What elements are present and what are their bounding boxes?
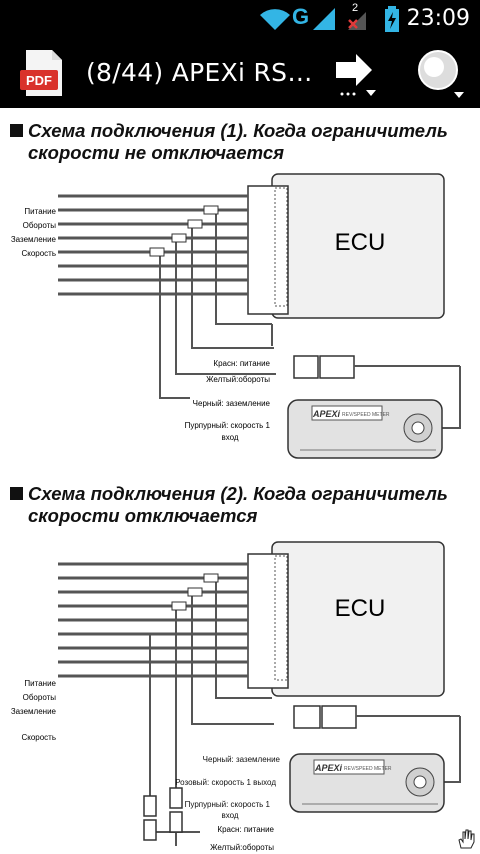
- pdf-page[interactable]: Схема подключения (1). Когда ограничител…: [0, 108, 480, 854]
- diagram2-heading: Схема подключения (2). Когда ограничител…: [10, 483, 448, 527]
- bullet-square: [10, 487, 23, 500]
- tap-connectors: [171, 573, 219, 611]
- ecu-connector: [247, 553, 289, 689]
- signal-icon: [313, 8, 335, 30]
- wire-label-rpm: Обороты: [23, 221, 57, 230]
- callout-yellow-rpm: Желтый:обороты: [210, 843, 274, 852]
- callout-black-ground: Черный: заземление: [193, 399, 271, 408]
- callout-input: вход: [221, 433, 238, 442]
- status-bar: G 2 23:09: [0, 0, 480, 38]
- callout-input: вход: [221, 811, 239, 820]
- rev-speed-meter-2: APEXi REV/SPEED METER: [289, 705, 461, 813]
- bullet-square: [10, 124, 23, 137]
- harness-wires: [58, 194, 248, 296]
- ecu-label: ECU: [335, 229, 386, 256]
- wire-label-speed: Скорость: [21, 249, 56, 258]
- ecu-label: ECU: [335, 595, 386, 622]
- callout-red-power: Красн: питание: [213, 359, 270, 368]
- wire-label-speed: Скорость: [21, 733, 56, 742]
- inline-connectors: [143, 787, 183, 841]
- pan-hand-icon[interactable]: [456, 828, 476, 850]
- wiring-diagram-2: ECU: [11, 541, 445, 852]
- svg-text:APEXi: APEXi: [312, 409, 341, 419]
- callout-black-ground: Черный: заземление: [202, 755, 280, 764]
- callout-purple-speed: Пурпурный: скорость 1: [185, 421, 271, 430]
- document-title: (8/44) APEXi RS…: [86, 58, 313, 87]
- svg-text:PDF: PDF: [26, 73, 52, 88]
- callout-purple-speed-in: Пурпурный: скорость 1: [184, 800, 270, 809]
- diagram2-lower-callouts: Черный: заземление: [160, 754, 280, 765]
- callout-yellow-rpm: Желтый:обороты: [206, 375, 270, 384]
- wifi-icon: [260, 9, 290, 30]
- wire-label-power: Питание: [24, 679, 56, 688]
- tap-wires: [149, 578, 274, 846]
- wire-label-ground: Заземление: [11, 707, 57, 716]
- view-mode-icon[interactable]: [414, 48, 464, 98]
- tap-wires: [159, 210, 276, 399]
- svg-text:REV/SPEED METER: REV/SPEED METER: [342, 412, 390, 418]
- forward-icon[interactable]: [330, 50, 378, 98]
- ecu-connector: [247, 185, 289, 315]
- tap-connectors: [149, 205, 219, 257]
- plug-connector: [293, 355, 461, 429]
- diagram1-heading: Схема подключения (1). Когда ограничител…: [10, 120, 448, 164]
- app-bar: PDF (8/44) APEXi RS…: [0, 38, 480, 108]
- callout-pink-speed-out: Розовый: скорость 1 выход: [175, 778, 276, 787]
- wire-label-rpm: Обороты: [23, 693, 57, 702]
- svg-text:APEXi: APEXi: [314, 763, 343, 773]
- network-type-label: G: [292, 4, 310, 29]
- no-signal-icon: [348, 12, 366, 30]
- notification-count: 2: [352, 2, 359, 14]
- harness-wires: [58, 562, 248, 678]
- clock: 23:09: [406, 6, 470, 31]
- battery-charging-icon: [385, 6, 399, 32]
- svg-text:REV/SPEED METER: REV/SPEED METER: [344, 766, 392, 772]
- wire-label-power: Питание: [24, 207, 56, 216]
- rev-speed-meter: APEXi REV/SPEED METER: [287, 399, 443, 459]
- pdf-app-icon[interactable]: PDF: [20, 48, 66, 98]
- callout-red-power: Красн: питание: [217, 825, 274, 834]
- wire-label-ground: Заземление: [11, 235, 57, 244]
- wiring-diagram-1: ECU Питание Обороты Зазе: [11, 173, 461, 459]
